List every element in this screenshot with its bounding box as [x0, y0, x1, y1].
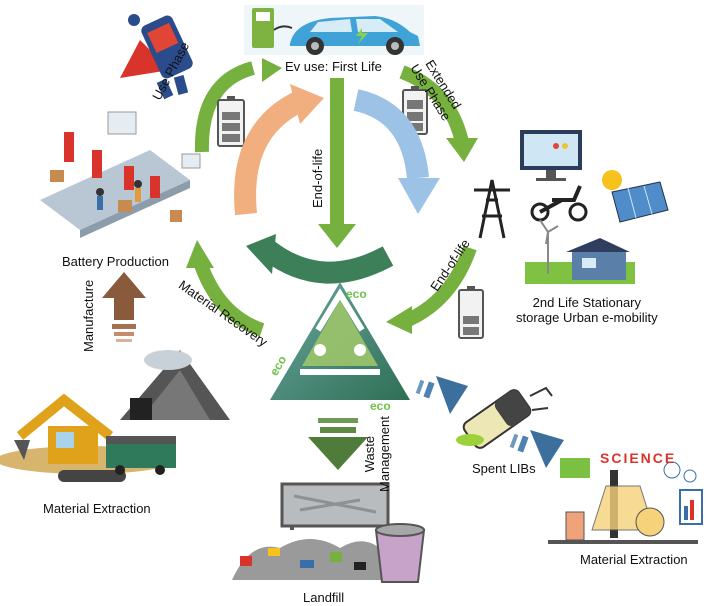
garbage-pile-icon [232, 523, 426, 583]
science-label: SCIENCE [600, 450, 676, 466]
landfill-label: Landfill [303, 590, 345, 605]
material-extraction-left-label: Material Extraction [43, 501, 151, 516]
material-extraction-right-label: Material Extraction [580, 552, 688, 567]
battery-production-label: Battery Production [62, 254, 169, 269]
waste-management-label: Waste Management [362, 416, 393, 492]
eco-label-right: eco [370, 399, 391, 413]
science-lab-icon [548, 458, 703, 544]
second-life-line1: 2nd Life Stationary [532, 295, 642, 310]
electric-scooter-icon [530, 185, 588, 222]
eco-label-top: eco [346, 287, 367, 301]
blue-arrow-2 [509, 430, 564, 468]
manufacture-arrow [102, 272, 146, 342]
landfill-arrow [308, 418, 368, 470]
manufacture-label: Manufacture [81, 279, 96, 352]
solar-panel-icon [602, 170, 669, 223]
spent-battery-icon [456, 386, 553, 449]
second-life-line2: storage Urban e-mobility [516, 309, 658, 325]
computer-monitor-icon [520, 130, 582, 181]
blue-arrow-1 [415, 376, 468, 414]
spent-libs-label: Spent LIBs [472, 461, 536, 476]
power-pylon-icon [474, 179, 510, 239]
ev-first-life-label: Ev use: First Life [285, 59, 382, 74]
end-of-life-center-label: End-of-life [310, 148, 325, 208]
waste-line1: Waste [362, 435, 377, 473]
recycle-triangle-icon [270, 282, 410, 400]
mining-excavator-icon [0, 350, 230, 482]
superhero-battery-icon [120, 14, 193, 100]
battery-factory-icon [40, 111, 201, 238]
battery-icon-right-low [458, 286, 484, 339]
house-wind-turbine-icon [525, 219, 635, 284]
second-life-label: 2nd Life Stationary storage Urban e-mobi… [516, 295, 658, 326]
outer-cycle-arrows [186, 58, 478, 337]
waste-line2: Management [376, 416, 392, 492]
landfill-billboard-icon [280, 482, 390, 530]
electric-car-icon [244, 5, 424, 55]
inner-cycle-arrows [234, 78, 440, 284]
battery-icon-left [217, 96, 245, 147]
